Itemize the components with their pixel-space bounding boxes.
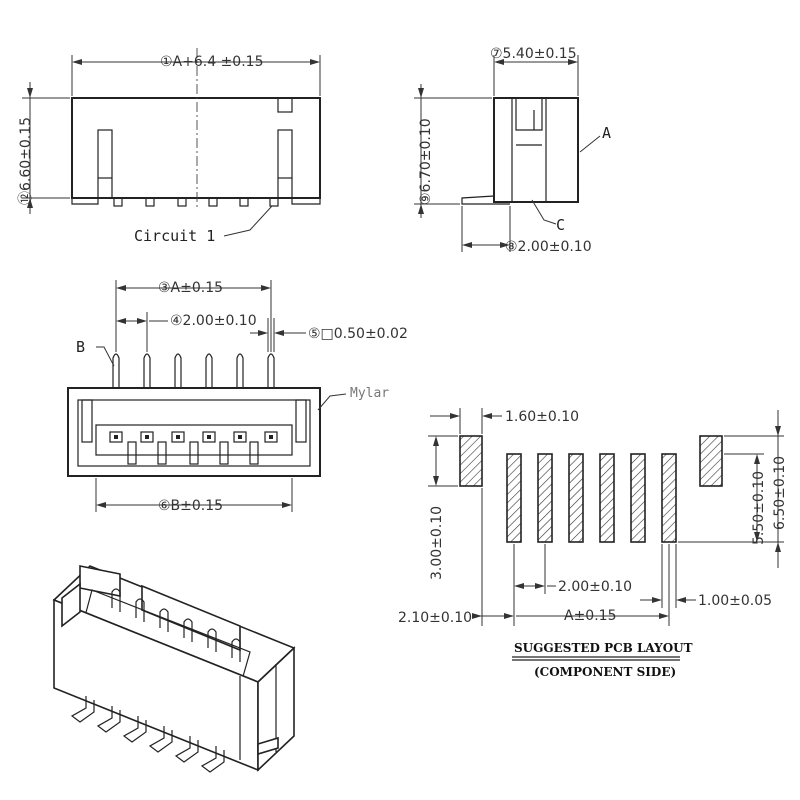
top-pins xyxy=(112,353,275,388)
side-view: ⑦5.40±0.15 ⑨6.70±0.10 ⑧2.00±0.10 A C xyxy=(414,46,611,255)
top-label-b: B xyxy=(76,338,85,356)
pcb-title: SUGGESTED PCB LAYOUT xyxy=(514,641,693,655)
circuit-1-label: Circuit 1 xyxy=(134,227,215,245)
front-left-latch xyxy=(97,129,113,199)
top-view: ③A±0.15 ④2.00±0.10 ⑤□0.50±0.02 ⑥B±0.15 B… xyxy=(67,280,408,514)
pcb-pitch-dim: 2.00±0.10 xyxy=(558,579,632,595)
front-width-dim: ①A+6.4 ±0.15 xyxy=(160,54,263,70)
pcb-span-dim: A±0.15 xyxy=(564,608,616,624)
pcb-tab-right xyxy=(699,435,723,487)
pcb-pad-short-dim: 5.50±0.10 xyxy=(751,471,767,545)
pcb-pad-width-dim: 1.00±0.05 xyxy=(698,593,772,609)
side-depth-dim: ⑦5.40±0.15 xyxy=(490,46,577,62)
side-body xyxy=(493,97,579,203)
front-height-dim: ⑫6.60±0.15 xyxy=(18,117,34,205)
pcb-subtitle: (COMPONENT SIDE) xyxy=(534,665,676,679)
pcb-tab-height-dim: 3.00±0.10 xyxy=(429,506,445,580)
pcb-offset-dim: 2.10±0.10 xyxy=(398,610,472,626)
top-pin-size-dim: ⑤□0.50±0.02 xyxy=(308,326,408,342)
pcb-tab-left xyxy=(459,435,483,487)
side-label-a: A xyxy=(602,124,611,142)
pcb-layout: 1.60±0.10 3.00±0.10 2.10±0.10 2.00±0.10 … xyxy=(398,408,788,679)
pcb-pad-long-dim: 6.50±0.10 xyxy=(772,456,788,530)
top-pin-span-dim: ③A±0.15 xyxy=(158,280,223,296)
side-height-dim: ⑨6.70±0.10 xyxy=(418,118,434,205)
isometric-view xyxy=(52,565,296,773)
top-ribs xyxy=(127,441,259,465)
side-pin-dim: ⑧2.00±0.10 xyxy=(505,239,592,255)
front-right-latch xyxy=(277,129,293,199)
top-label-mylar: Mylar xyxy=(350,386,389,401)
front-body xyxy=(71,97,321,199)
pcb-signal-pads xyxy=(506,453,677,543)
iso-inner-pins xyxy=(111,588,241,662)
iso-bottom-pins xyxy=(70,696,225,773)
front-top-notch xyxy=(277,97,293,113)
pcb-tab-width-dim: 1.60±0.10 xyxy=(505,409,579,425)
front-view: ①A+6.4 ±0.15 ⑫6.60±0.15 Circuit 1 xyxy=(18,48,321,245)
top-outer-body xyxy=(67,387,321,477)
side-label-c: C xyxy=(556,216,565,234)
front-pins xyxy=(113,197,279,207)
top-pitch-dim: ④2.00±0.10 xyxy=(170,313,257,329)
top-pin-sockets xyxy=(109,431,278,443)
top-body-dim: ⑥B±0.15 xyxy=(158,498,223,514)
